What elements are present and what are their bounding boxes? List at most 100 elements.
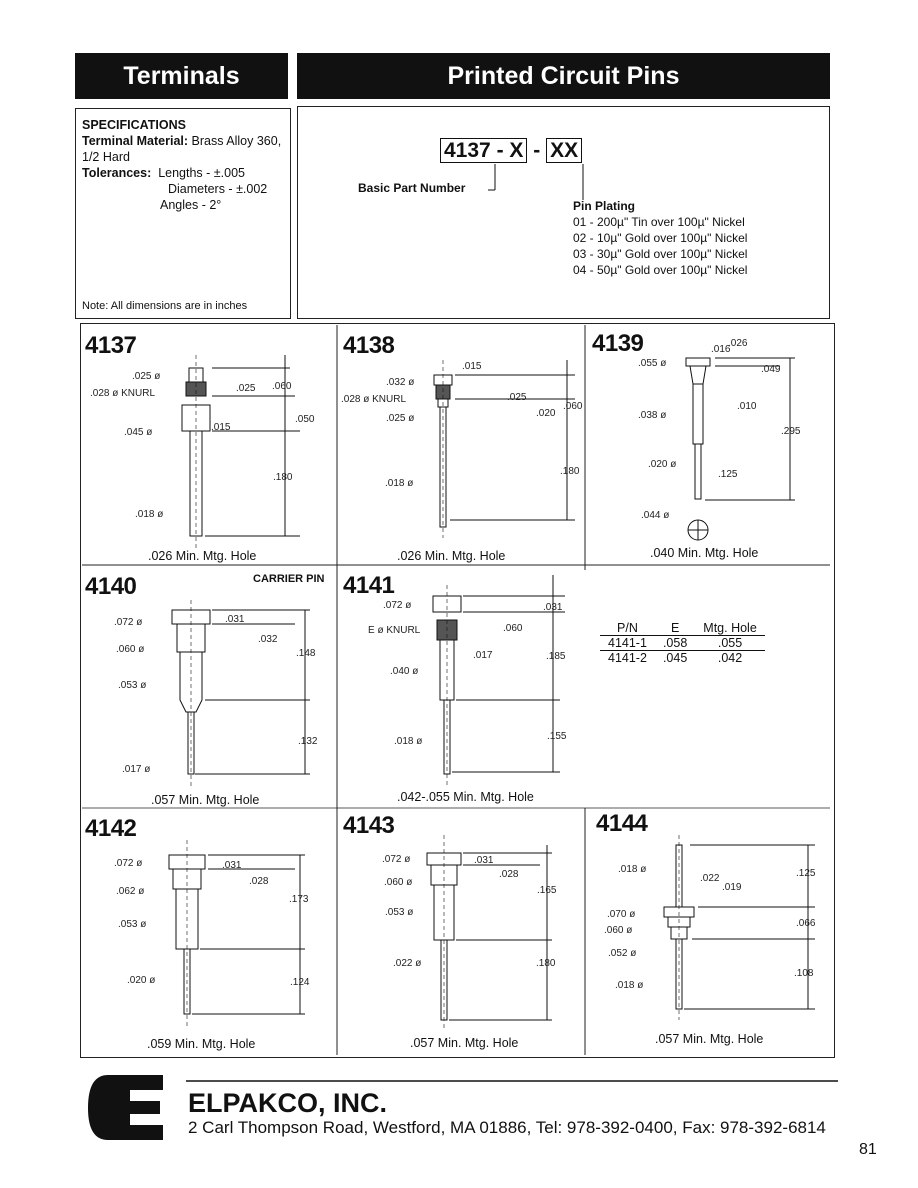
dim-label: .019: [722, 882, 742, 893]
dim-label: .031: [474, 855, 494, 866]
dim-label: .028: [249, 876, 269, 887]
dims-4141: .072 ø .031 E ø KNURL .060 .017 .185 .04…: [368, 600, 567, 747]
carrier-pin-label: CARRIER PIN: [253, 573, 325, 585]
pin-4140-drawing: [171, 600, 310, 786]
dim-label: .062 ø: [116, 886, 144, 897]
elpakco-logo: [88, 1075, 163, 1140]
dim-label: .031: [225, 614, 245, 625]
table-cell: 4141-1: [608, 636, 647, 650]
dim-label: .028 ø KNURL: [90, 388, 155, 399]
part-4140-title: 4140: [85, 573, 137, 600]
tolerances-label: Tolerances:: [82, 166, 152, 180]
part-4144-title: 4144: [596, 810, 648, 837]
table-cell: .042: [717, 651, 743, 665]
dim-label: .124: [290, 977, 310, 988]
dim-label: .132: [298, 736, 318, 747]
part-4142-mtg-hole: .059 Min. Mtg. Hole: [147, 1037, 256, 1051]
plating-option-02: 02 - 10µ" Gold over 100µ" Nickel: [573, 231, 748, 245]
dim-label: .020 ø: [648, 459, 676, 470]
table-cell: .058: [662, 636, 688, 650]
pn-xx: XX: [546, 138, 583, 163]
dim-label: .038 ø: [638, 410, 666, 421]
dim-label: .072 ø: [383, 600, 411, 611]
dim-label: .060: [503, 623, 523, 634]
dim-label: .053 ø: [118, 919, 146, 930]
part-4138-title: 4138: [343, 332, 395, 359]
pin-plating-list: Pin Plating 01 - 200µ" Tin over 100µ" Ni…: [573, 198, 747, 278]
dim-label: .028: [499, 869, 519, 880]
part-4143-mtg-hole: .057 Min. Mtg. Hole: [410, 1036, 519, 1050]
dim-label: .040 ø: [390, 666, 418, 677]
part-4144-mtg-hole: .057 Min. Mtg. Hole: [655, 1032, 764, 1046]
pin-4143-drawing: [426, 835, 552, 1030]
dim-label: .022 ø: [393, 958, 421, 969]
dims-4137: .025 ø .028 ø KNURL .025 .060 .045 ø .01…: [90, 371, 315, 520]
pn-dash1: -: [496, 139, 504, 162]
part-4141-mtg-hole: .042-.055 Min. Mtg. Hole: [397, 790, 534, 804]
dim-label: .060: [272, 381, 292, 392]
pin-4144-drawing: [663, 835, 815, 1020]
pn-dash2: -: [533, 139, 541, 162]
dim-label: .018 ø: [385, 478, 413, 489]
dim-label: .028 ø KNURL: [341, 394, 406, 405]
dim-label: .173: [289, 894, 309, 905]
pin-4139-drawing: [685, 357, 795, 541]
dim-label: .180: [273, 472, 293, 483]
part-number-box: 4137 - X - XX Basic Part Number Pin Plat…: [297, 106, 830, 319]
pin-plating-title: Pin Plating: [573, 199, 636, 213]
dims-4138: .015 .032 ø .028 ø KNURL .025 .025 ø .02…: [341, 361, 583, 489]
dims-4142: .072 ø .031 .028 .062 ø .173 .053 ø .020…: [114, 858, 310, 988]
part-4142-title: 4142: [85, 815, 137, 842]
dim-label: .060: [563, 401, 583, 412]
pin-4141-drawing: [432, 575, 565, 786]
dim-label: .052 ø: [608, 948, 636, 959]
part-4139-mtg-hole: .040 Min. Mtg. Hole: [650, 546, 759, 560]
material-label: Terminal Material:: [82, 134, 189, 148]
part-4141-title: 4141: [343, 572, 395, 599]
dim-label: .045 ø: [124, 427, 152, 438]
dim-label: .180: [560, 466, 580, 477]
dim-label: .108: [794, 968, 814, 979]
dim-label: .295: [781, 426, 801, 437]
tol-lengths: Lengths - ±.005: [158, 166, 245, 180]
plating-option-03: 03 - 30µ" Gold over 100µ" Nickel: [573, 247, 748, 261]
dims-4144: .018 ø .022 .019 .125 .070 ø .060 ø .066…: [604, 864, 816, 991]
pn-x: X: [509, 139, 524, 162]
dim-label: .018 ø: [135, 509, 163, 520]
dim-label: .053 ø: [385, 907, 413, 918]
dim-label: .020 ø: [127, 975, 155, 986]
dim-label: .044 ø: [641, 510, 669, 521]
part-4141-table: P/N E Mtg. Hole 4141-1 .058 .055 4141-2 …: [600, 621, 765, 665]
dim-label: .031: [543, 602, 563, 613]
part-4139-title: 4139: [592, 330, 644, 357]
tol-diameters: Diameters - ±.002: [168, 182, 268, 196]
pin-drawings-panel: [80, 323, 835, 1058]
table-cell: .045: [662, 651, 688, 665]
dim-label: .148: [296, 648, 316, 659]
dim-label: .066: [796, 918, 816, 929]
company-name: ELPAKCO, INC.: [188, 1088, 388, 1118]
dim-label: .015: [211, 422, 231, 433]
dim-label: .072 ø: [114, 858, 142, 869]
pin-4142-drawing: [168, 840, 305, 1028]
dim-label: .125: [718, 469, 738, 480]
dim-label: .032: [258, 634, 278, 645]
dim-label: .060 ø: [384, 877, 412, 888]
dim-label: .053 ø: [118, 680, 146, 691]
dim-label: .060 ø: [116, 644, 144, 655]
dim-label: .020: [536, 408, 556, 419]
dim-label: .055 ø: [638, 358, 666, 369]
dim-label: .025 ø: [386, 413, 414, 424]
dim-label: .017 ø: [122, 764, 150, 775]
table-header: P/N: [617, 621, 638, 635]
dim-label: .017: [473, 650, 493, 661]
part-4137-title: 4137: [85, 332, 137, 359]
pn-base: 4137: [444, 139, 491, 162]
dims-4143: .072 ø .031 .028 .060 ø .165 .053 ø .022…: [382, 854, 557, 969]
dim-label: .072 ø: [382, 854, 410, 865]
dim-label: .165: [537, 885, 557, 896]
